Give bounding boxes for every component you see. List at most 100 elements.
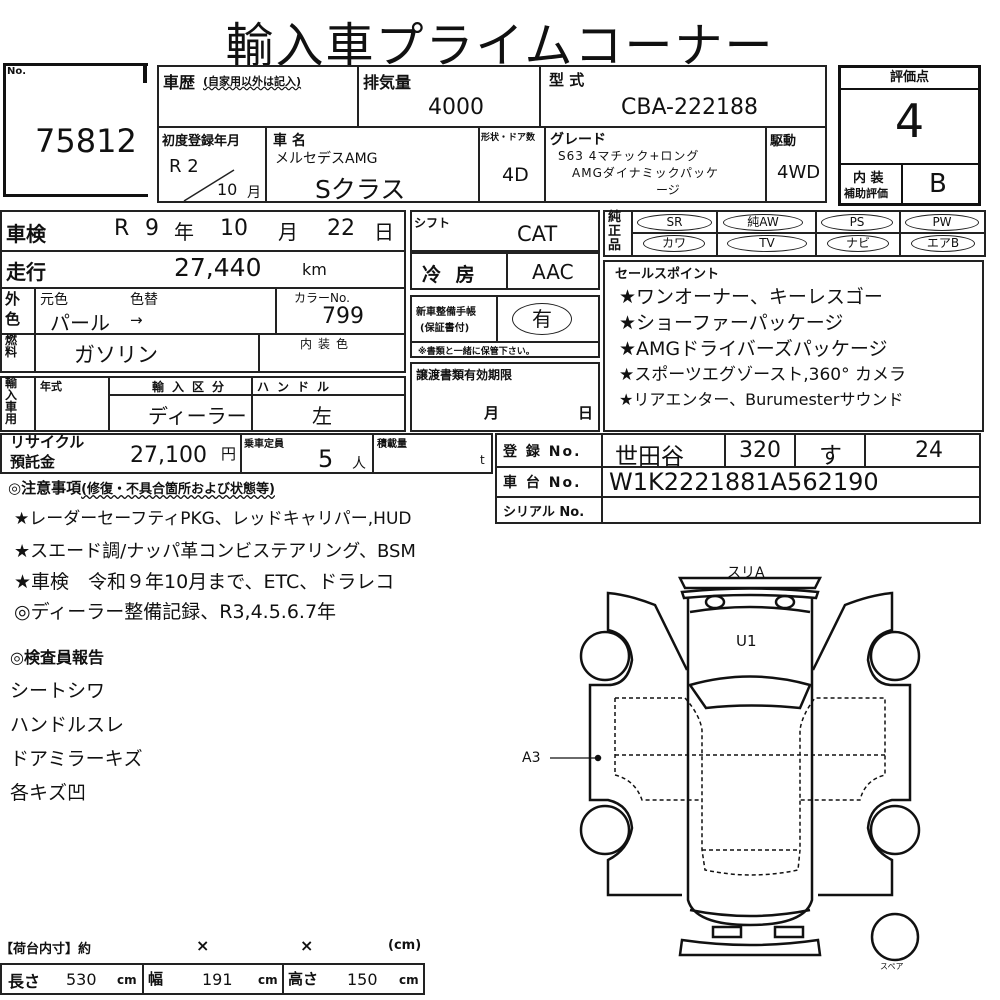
door-panels	[614, 697, 886, 876]
divider	[282, 965, 284, 993]
import-side-label: 輸入車用	[5, 376, 18, 426]
divider	[631, 232, 984, 234]
cm-unit: cm	[258, 973, 278, 987]
fuel-side-label: 燃料	[5, 333, 18, 359]
car-name-label: 車 名	[273, 133, 306, 149]
year-unit: 年	[174, 220, 194, 244]
registration-area: 世田谷	[615, 444, 684, 470]
grade-label: グレード	[550, 132, 606, 148]
sales-points: セールスポイント ★ワンオーナー、キーレスゴー ★ショーファーパッケージ ★AM…	[603, 260, 984, 432]
shift-label: シフト	[414, 216, 451, 230]
color-no: 799	[322, 304, 364, 329]
sales-point: ★AMGドライバーズパッケージ	[619, 338, 888, 360]
option-airbag: エアB	[911, 235, 975, 252]
divider	[506, 254, 508, 288]
page-title: 輸入車プライムコーナー	[225, 18, 775, 74]
mileage-unit: km	[302, 260, 327, 279]
damage-mark-side: A3	[522, 750, 541, 766]
option-alloy-wheel: 純AW	[723, 214, 803, 231]
option-navi: ナビ	[827, 235, 889, 252]
registration-class: 320	[739, 438, 781, 463]
recycle-label1: リサイクル	[10, 433, 85, 451]
inspection-day: 22	[327, 216, 355, 241]
damage-mark-rear: スリA	[727, 565, 765, 581]
capacity-label: 乗車定員	[244, 439, 284, 450]
shift-cell: シフト CAT	[410, 210, 600, 252]
sales-point: ★リアエンター、Burumesterサウンド	[619, 390, 904, 409]
handle-label: ハンドル	[257, 380, 338, 394]
color-no-label: カラーNo.	[294, 291, 350, 305]
cargo-dimensions: 長さ 530 cm 幅 191 cm 高さ 150 cm	[0, 963, 425, 995]
first-reg-year: R 2	[169, 156, 199, 177]
option-pw: PW	[905, 214, 979, 231]
times-sign: ×	[300, 936, 314, 955]
body-label: 形状・ドア数	[481, 133, 536, 143]
interior-label-cell: 内 装 補助評価	[841, 165, 903, 205]
month-unit: 月	[278, 220, 298, 244]
body-cell: 形状・ドア数 4D	[478, 126, 546, 203]
year-label: 年式	[40, 380, 62, 393]
car-maker: メルセデスAMG	[275, 151, 378, 167]
width-label: 幅	[148, 970, 164, 988]
times-sign: ×	[196, 936, 210, 955]
right-side	[811, 591, 921, 897]
divider	[34, 378, 36, 430]
mileage-label: 走行	[6, 260, 46, 284]
car-name-cell: 車 名 メルセデスAMG Sクラス	[265, 126, 480, 204]
divider	[372, 435, 374, 472]
displacement-label: 排気量	[363, 73, 412, 92]
person-unit: 人	[352, 456, 366, 472]
model-code-label: 型 式	[549, 71, 585, 89]
load-label: 積載量	[377, 439, 407, 450]
orig-color-label: 元色	[40, 292, 68, 308]
color-change-label: 色替	[130, 292, 158, 308]
shift-value: CAT	[517, 222, 558, 246]
model-code-cell: 型 式 CBA-222188	[539, 65, 827, 128]
interior-score: B	[929, 169, 947, 199]
lot-label: No.	[7, 66, 27, 77]
option-tv: TV	[727, 235, 807, 252]
genuine-options: 純正品 SR 純AW PS PW カワ TV ナビ エアB	[603, 210, 986, 257]
history-cell: 車歴 (自家用以外は記入)	[157, 65, 359, 128]
manual-value-circled: 有	[512, 303, 572, 335]
score-label: 評価点	[841, 68, 978, 90]
spare-tire-icon	[870, 912, 920, 962]
report-item: ハンドルスレ	[10, 714, 125, 736]
recycle-label2: 預託金	[10, 453, 56, 471]
manual-label2: (保証書付)	[420, 323, 470, 334]
note-item: ★車検 令和９年10月まで、ETC、ドラレコ	[14, 571, 395, 593]
length-label: 長さ	[8, 972, 41, 991]
fuel-value: ガソリン	[74, 343, 158, 367]
serial-label: シリアル No.	[503, 505, 585, 520]
inspection-year: 9	[145, 216, 159, 241]
transfer-label: 譲渡書類有効期限	[416, 368, 513, 382]
lot-number: 75812	[35, 122, 137, 160]
manual-cell: 新車整備手帳 (保証書付) 有 ※書類と一緒に保管下さい。	[410, 295, 600, 358]
color-side-label: 外色	[5, 290, 21, 328]
notes-sub: (修復・不具合箇所および状態等)	[81, 482, 275, 497]
divider	[716, 212, 718, 255]
transfer-day: 日	[578, 404, 594, 422]
divider	[108, 394, 404, 396]
divider	[275, 289, 277, 333]
divider	[864, 435, 866, 466]
import-row: 輸入車用 年式 輸入区分 ディーラー ハンドル 左	[0, 376, 406, 432]
mileage-value: 27,440	[174, 253, 262, 282]
note-item: ★レーダーセーフティPKG、レッドキャリパー,HUD	[14, 509, 412, 529]
interior-score-row: 内 装 補助評価 B	[841, 163, 978, 205]
option-ps: PS	[821, 214, 893, 231]
arrow-icon: →	[130, 311, 143, 329]
divider	[142, 965, 144, 993]
divider	[412, 341, 598, 343]
ac-label: 冷 房	[422, 264, 479, 286]
length-value: 530	[66, 970, 97, 989]
divider	[34, 289, 36, 333]
transfer-cell: 譲渡書類有効期限 月 日	[410, 362, 600, 432]
divider	[601, 435, 603, 522]
recycle-row: リサイクル 預託金 27,100 円 乗車定員 5 人 積載量 t	[0, 433, 493, 474]
note-item: ◎ディーラー整備記録、R3,4.5.6.7年	[14, 601, 337, 623]
divider	[34, 335, 36, 371]
cargo-unit: (cm)	[388, 938, 422, 953]
first-reg-month: 10	[217, 180, 238, 199]
fuel-row: 燃料 ガソリン 内装色	[0, 333, 406, 373]
